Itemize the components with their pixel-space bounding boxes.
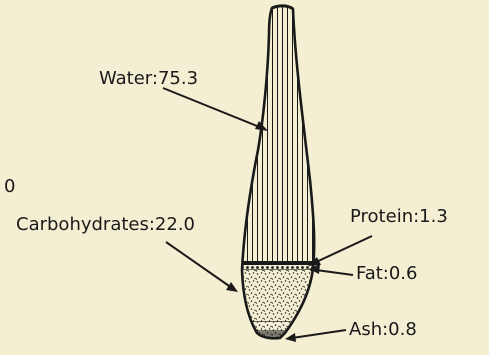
fat-label: Fat:0.6: [356, 265, 417, 283]
carbohydrates-arrowhead: [226, 282, 238, 292]
water-label: Water:75.3: [99, 70, 198, 88]
protein-arrow-line: [314, 236, 372, 263]
banana-fill-layers: [230, 0, 330, 342]
margin-fragment-label: 0: [4, 178, 15, 196]
carbohydrates-label: Carbohydrates:22.0: [16, 216, 195, 234]
water-arrow-line: [163, 88, 262, 128]
carbohydrates-arrow-line: [166, 242, 232, 288]
fat-arrow-line: [316, 270, 353, 275]
ash-arrow-line: [292, 330, 346, 338]
ash-arrowhead: [285, 333, 296, 342]
ash-label: Ash:0.8: [349, 321, 417, 339]
protein-label: Protein:1.3: [350, 208, 448, 226]
